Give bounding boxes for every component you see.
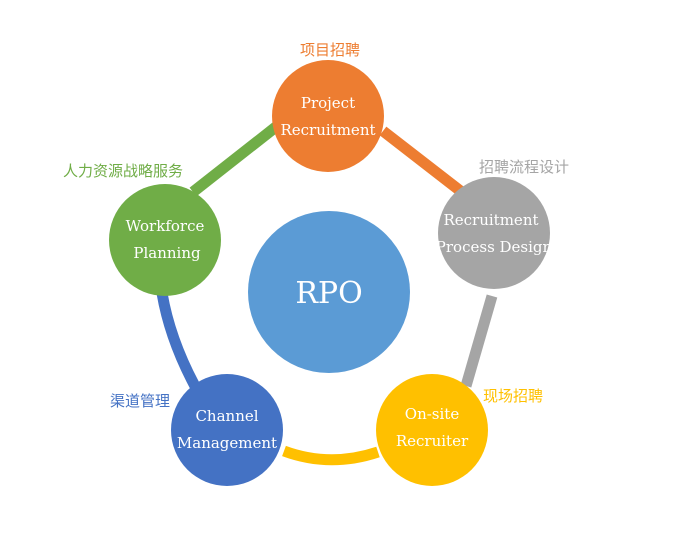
- node-circle: [376, 374, 488, 486]
- node-label-line2: Recruitment: [280, 121, 375, 139]
- node-label-line2: Planning: [133, 244, 201, 262]
- node-caption: 人力资源战略服务: [63, 162, 183, 180]
- cycle-connectors: [156, 121, 498, 466]
- node-channel-management: Channel Management 渠道管理: [110, 374, 283, 486]
- node-label-line2: Management: [177, 434, 277, 452]
- connector-project-to-process: [379, 126, 467, 198]
- node-label-line1: Channel: [195, 407, 258, 425]
- node-caption: 招聘流程设计: [479, 158, 569, 176]
- node-label-line1: Recruitment: [443, 211, 538, 229]
- node-project-recruitment: Project Recruitment 项目招聘: [272, 41, 384, 172]
- node-on-site-recruiter: On-site Recruiter 现场招聘: [376, 374, 543, 486]
- node-caption: 项目招聘: [300, 41, 360, 59]
- node-label-line1: Project: [301, 94, 355, 112]
- center-label: RPO: [295, 276, 362, 311]
- center-circle: [248, 211, 410, 373]
- connector-onsite-to-channel: [282, 445, 380, 466]
- connector-workforce-to-project: [189, 121, 281, 197]
- node-circle: [171, 374, 283, 486]
- node-recruitment-process-design: Recruitment Process Design 招聘流程设计: [436, 158, 569, 289]
- node-caption: 渠道管理: [110, 392, 170, 410]
- connector-channel-to-workforce: [156, 292, 201, 391]
- node-caption: 现场招聘: [483, 387, 543, 405]
- node-label-line1: Workforce: [126, 217, 205, 235]
- node-label-line1: On-site: [405, 405, 460, 423]
- node-workforce-planning: Workforce Planning 人力资源战略服务: [63, 162, 221, 296]
- node-circle: [438, 177, 550, 289]
- node-label-line2: Recruiter: [396, 432, 469, 450]
- center-node: RPO: [248, 211, 410, 373]
- node-label-line2: Process Design: [436, 238, 553, 256]
- node-circle: [109, 184, 221, 296]
- connector-process-to-onsite: [460, 294, 498, 388]
- node-circle: [272, 60, 384, 172]
